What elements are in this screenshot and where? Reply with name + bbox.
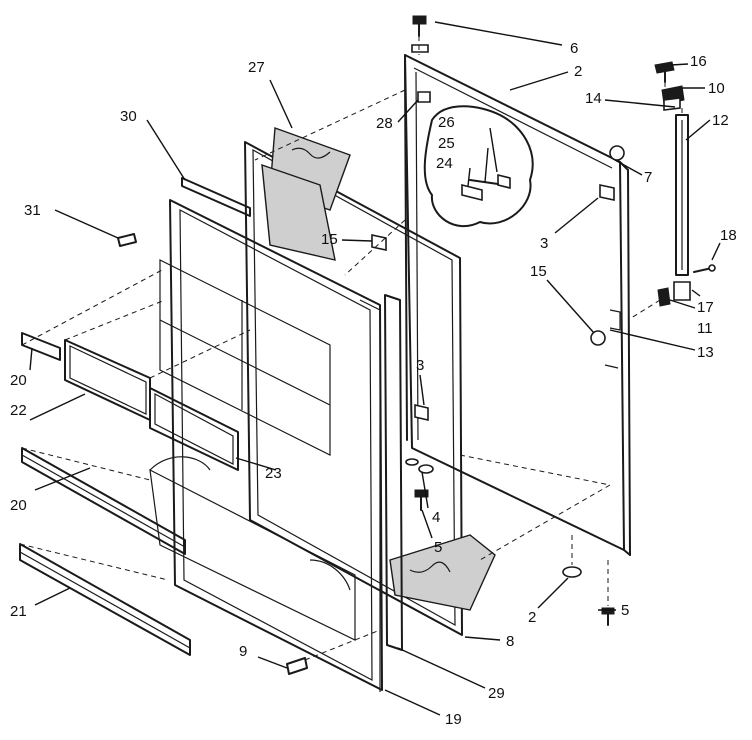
- callout-23: 23: [265, 465, 282, 482]
- hardware-bracket-3-lower: [414, 403, 429, 422]
- hardware-bracket-15-right: [590, 330, 606, 346]
- hardware-bracket-15-left: [371, 234, 387, 251]
- inner-liner: [149, 199, 383, 692]
- top-trim-strip: [181, 177, 251, 217]
- callout-20-upper: 20: [10, 372, 27, 389]
- callout-21: 21: [10, 603, 27, 620]
- door-closer-rod: [675, 114, 689, 276]
- callout-14: 14: [585, 90, 602, 107]
- callout-15-left: 15: [321, 231, 338, 248]
- callout-28: 28: [376, 115, 393, 132]
- screw-9: [286, 657, 308, 675]
- callout-15-right: 15: [530, 263, 547, 280]
- callout-31: 31: [24, 202, 41, 219]
- callout-12: 12: [712, 112, 729, 129]
- door-shelf-upper: [64, 339, 151, 421]
- leader-lines: [29, 21, 721, 716]
- pin-18: [693, 264, 716, 273]
- washer-4: [405, 458, 434, 474]
- callout-30: 30: [120, 108, 137, 125]
- cutaway-view: [423, 105, 534, 228]
- callout-27: 27: [248, 59, 265, 76]
- cap-28: [417, 91, 431, 103]
- screw-31: [117, 233, 137, 247]
- door-liner-frame: [244, 127, 496, 636]
- hinge-pin-top: [411, 44, 429, 53]
- foot-2: [562, 566, 582, 578]
- screw-5-lower: [414, 489, 429, 511]
- callout-20-lower: 20: [10, 497, 27, 514]
- callout-13: 13: [697, 344, 714, 361]
- bushing-11-17: [657, 281, 691, 307]
- door-shelf-middle: [149, 387, 239, 471]
- screw-16: [654, 61, 675, 83]
- callout-19: 19: [445, 711, 462, 728]
- callout-9: 9: [239, 643, 247, 660]
- callout-4: 4: [432, 509, 440, 526]
- callout-2: 2: [528, 609, 536, 626]
- callout-26: 26: [438, 114, 455, 131]
- callout-25: 25: [438, 135, 455, 152]
- callout-5-mid: 5: [434, 539, 442, 556]
- door-shelf-bar-20-upper: [21, 332, 61, 361]
- callout-18: 18: [720, 227, 737, 244]
- callout-22: 22: [10, 402, 27, 419]
- screw-6: [412, 15, 427, 37]
- callout-24: 24: [436, 155, 453, 172]
- door-shelf-bar-20-lower: [21, 447, 186, 555]
- callout-29: 29: [488, 685, 505, 702]
- callout-3-upper: 3: [540, 235, 548, 252]
- callout-1: 2: [574, 63, 582, 80]
- callout-11: 11: [697, 320, 713, 337]
- callout-3-lower: 3: [416, 357, 424, 374]
- assembly-lines: [19, 36, 683, 661]
- callout-16: 16: [690, 53, 707, 70]
- stop-7: [609, 145, 625, 161]
- callout-7: 7: [644, 169, 652, 186]
- callout-6: 6: [570, 40, 578, 57]
- callout-17: 17: [697, 299, 714, 316]
- callout-8: 8: [506, 633, 514, 650]
- callout-5-bottom: 5: [621, 602, 629, 619]
- callout-10: 10: [708, 80, 725, 97]
- hardware-bracket-3-upper: [599, 184, 615, 201]
- outer-door-panel: [404, 54, 631, 556]
- callout-labels: 2 2 3 3 4 5 5 6 7 8 9 10 11 12 13 14 15 …: [10, 40, 737, 728]
- door-shelf-bar-21: [19, 543, 191, 656]
